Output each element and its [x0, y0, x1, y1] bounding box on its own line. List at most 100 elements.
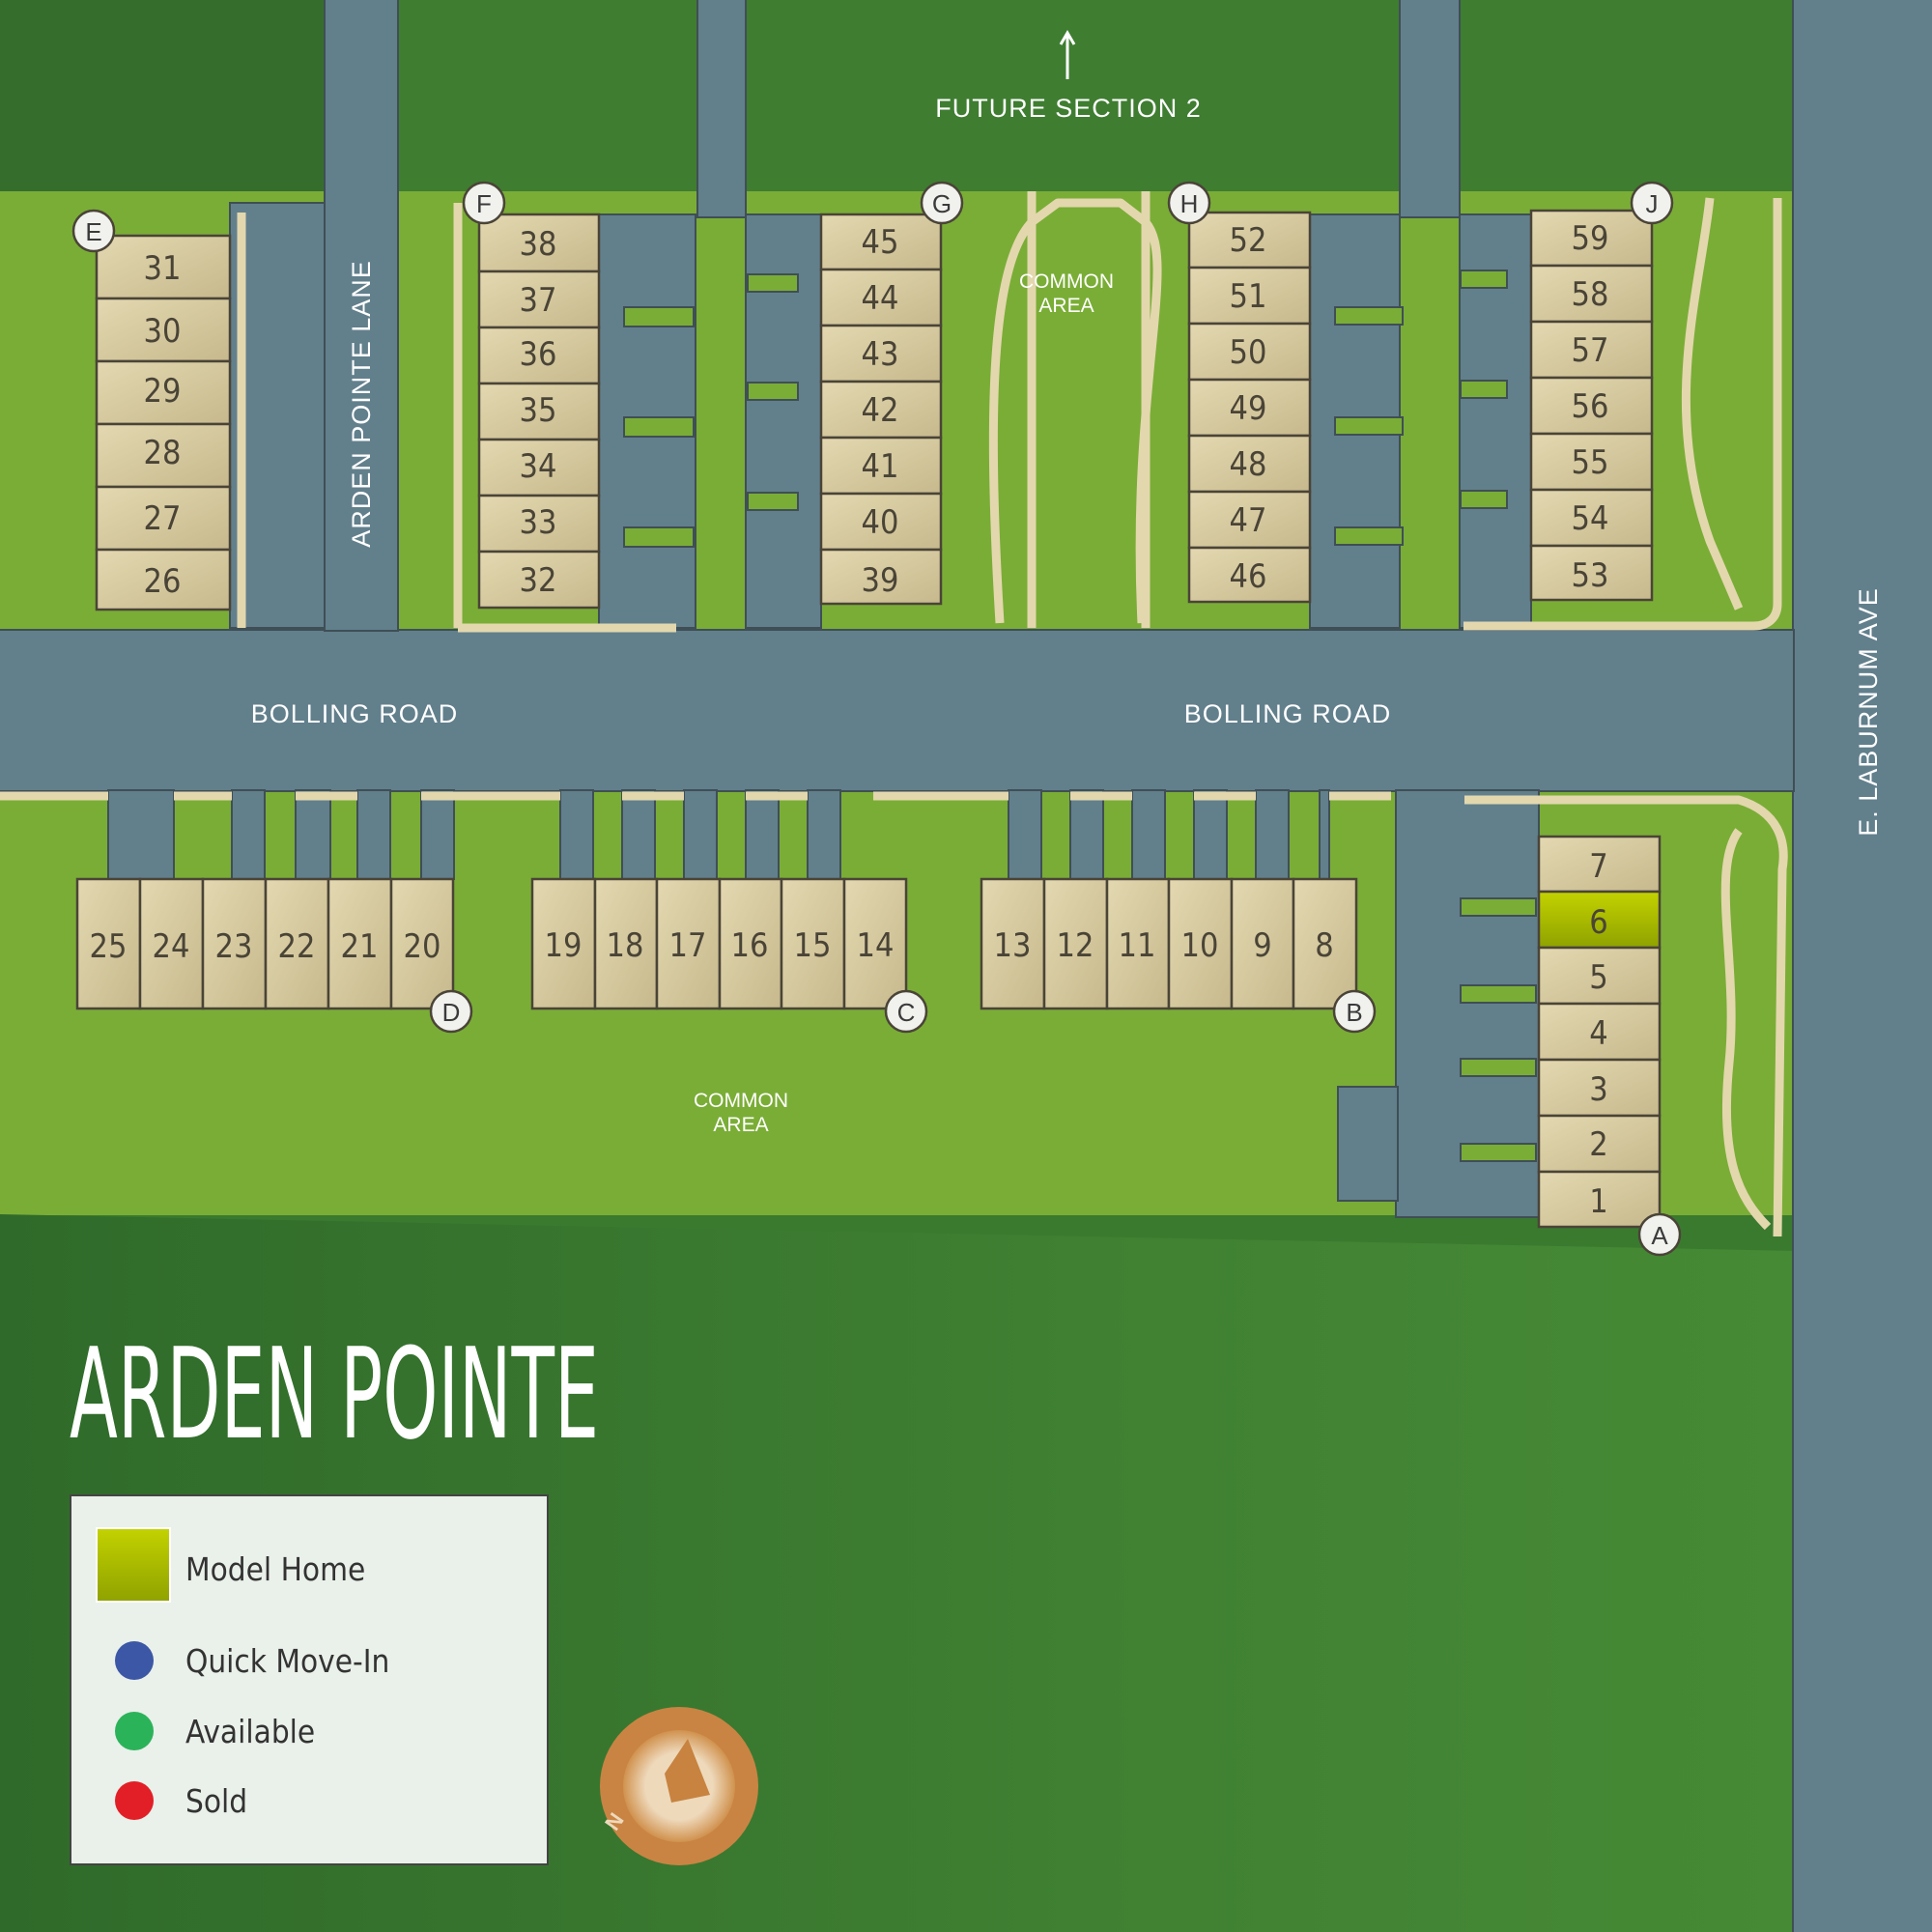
svg-text:5: 5: [1589, 958, 1607, 997]
bolling-road: [0, 629, 1795, 792]
svg-text:55: 55: [1572, 443, 1609, 482]
lot-52[interactable]: [1187, 211, 1312, 270]
svg-text:31: 31: [144, 249, 182, 288]
lot-7[interactable]: [1537, 835, 1662, 894]
building-e-labels: 31 30 29 28 27 26: [144, 249, 182, 601]
lot-53[interactable]: [1529, 544, 1654, 602]
marker-g[interactable]: G: [920, 181, 964, 225]
lot-19[interactable]: [530, 877, 597, 1010]
lot-20[interactable]: [389, 877, 455, 1010]
lot-25[interactable]: [75, 877, 142, 1010]
svg-text:22: 22: [278, 927, 316, 966]
legend-quick-move-in-dot: [115, 1641, 154, 1680]
lot-46[interactable]: [1187, 546, 1312, 604]
lot-43[interactable]: [819, 324, 943, 384]
svg-text:7: 7: [1589, 847, 1607, 886]
lot-29[interactable]: [95, 359, 232, 426]
lot-34[interactable]: [477, 438, 601, 497]
lot-13[interactable]: [980, 877, 1046, 1010]
lot-8[interactable]: [1292, 877, 1358, 1010]
lot-54[interactable]: [1529, 488, 1654, 548]
svg-text:59: 59: [1572, 219, 1609, 258]
marker-e[interactable]: E: [71, 209, 116, 253]
lot-4[interactable]: [1537, 1002, 1662, 1062]
lot-21[interactable]: [327, 877, 393, 1010]
lot-50[interactable]: [1187, 322, 1312, 382]
lot-12[interactable]: [1042, 877, 1109, 1010]
svg-text:27: 27: [144, 499, 182, 538]
lot-44[interactable]: [819, 268, 943, 327]
building-f-labels: 38 37 36 35 34 33 32: [520, 225, 557, 600]
building-a-labels: 7 6 5 4 3 2 1: [1589, 847, 1607, 1221]
lot-10[interactable]: [1167, 877, 1234, 1010]
lot-31[interactable]: [95, 234, 232, 300]
lot-38[interactable]: [477, 213, 601, 273]
lot-37[interactable]: [477, 270, 601, 329]
lot-51[interactable]: [1187, 266, 1312, 326]
svg-text:52: 52: [1230, 221, 1267, 260]
lot-32[interactable]: [477, 550, 601, 610]
lot-45[interactable]: [819, 213, 943, 271]
lot-2[interactable]: [1537, 1114, 1662, 1174]
svg-text:12: 12: [1057, 926, 1094, 965]
lot-3[interactable]: [1537, 1058, 1662, 1118]
svg-text:38: 38: [520, 225, 557, 264]
road-g-north: [696, 0, 747, 218]
lot-58[interactable]: [1529, 264, 1654, 324]
lot-41[interactable]: [819, 436, 943, 496]
legend-sold-label: Sold: [185, 1782, 247, 1820]
marker-b[interactable]: B: [1332, 989, 1377, 1034]
lot-14[interactable]: [842, 877, 908, 1010]
marker-a[interactable]: A: [1637, 1212, 1682, 1257]
lot-9[interactable]: [1230, 877, 1295, 1010]
svg-text:17: 17: [669, 926, 707, 965]
sidewalks: [0, 191, 1788, 1237]
marker-c[interactable]: C: [884, 989, 928, 1034]
svg-text:46: 46: [1230, 557, 1267, 596]
road-h-north: [1399, 0, 1461, 218]
marker-f[interactable]: F: [462, 181, 506, 225]
svg-text:53: 53: [1572, 556, 1609, 595]
lot-59[interactable]: [1529, 209, 1654, 268]
svg-text:26: 26: [144, 562, 182, 601]
lot-55[interactable]: [1529, 432, 1654, 492]
arden-pointe-lane: [324, 0, 399, 632]
marker-h[interactable]: H: [1167, 181, 1211, 225]
lot-35[interactable]: [477, 382, 601, 441]
svg-text:18: 18: [607, 926, 644, 965]
svg-text:19: 19: [545, 926, 582, 965]
lot-18[interactable]: [593, 877, 659, 1010]
lot-56[interactable]: [1529, 376, 1654, 436]
marker-d[interactable]: D: [429, 989, 473, 1034]
svg-text:49: 49: [1230, 389, 1267, 428]
lot-1[interactable]: [1537, 1170, 1662, 1229]
lot-16[interactable]: [718, 877, 783, 1010]
lot-23[interactable]: [201, 877, 268, 1010]
svg-text:13: 13: [994, 926, 1032, 965]
lot-17[interactable]: [655, 877, 722, 1010]
building-e: [95, 234, 232, 611]
lot-27[interactable]: [95, 485, 232, 552]
lot-30[interactable]: [95, 297, 232, 363]
svg-text:37: 37: [520, 281, 557, 320]
common-area-south-label-1: COMMON: [694, 1090, 788, 1112]
svg-text:56: 56: [1572, 387, 1609, 426]
lot-33[interactable]: [477, 494, 601, 554]
svg-text:A: A: [1651, 1221, 1668, 1250]
svg-text:16: 16: [731, 926, 769, 965]
lot-15[interactable]: [780, 877, 846, 1010]
lot-39[interactable]: [819, 548, 943, 606]
lot-22[interactable]: [264, 877, 330, 1010]
lot-42[interactable]: [819, 380, 943, 440]
lot-26[interactable]: [95, 548, 232, 611]
svg-text:43: 43: [862, 335, 899, 374]
svg-text:14: 14: [857, 926, 895, 965]
lot-24[interactable]: [138, 877, 205, 1010]
lot-5[interactable]: [1537, 946, 1662, 1006]
building-d: [75, 877, 455, 1010]
svg-text:10: 10: [1181, 926, 1219, 965]
legend-sold-dot: [115, 1781, 154, 1820]
lot-49[interactable]: [1187, 378, 1312, 438]
marker-j[interactable]: J: [1630, 181, 1674, 225]
